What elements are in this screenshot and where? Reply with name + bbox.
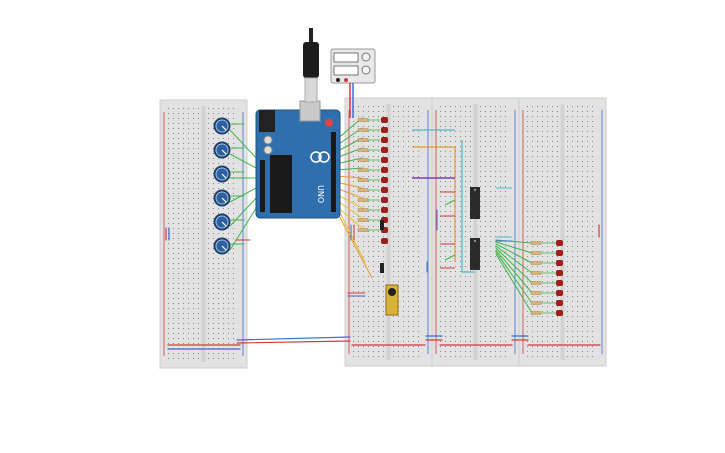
transistor [380,220,384,230]
resistor [357,138,369,142]
led [556,260,563,266]
resistor [530,271,542,275]
resistor [357,188,369,192]
resistor [357,208,369,212]
resistor [357,148,369,152]
wire [229,186,259,203]
power-display [333,65,359,76]
led [556,300,563,306]
analog-header [260,160,265,212]
resistor [530,281,542,285]
breadboard-center-channel [201,106,206,362]
wire [444,254,456,261]
wire [495,247,533,284]
knob-indicator [221,149,227,155]
breadboard-center-channel [473,104,478,360]
power-supply[interactable] [330,48,376,118]
board-brand-label: UNO [316,185,325,203]
usb-port [299,100,321,122]
knob-indicator [221,173,227,179]
wire [495,253,533,314]
power-display [333,52,359,63]
resistor [357,168,369,172]
wire [236,340,351,344]
usb-cable [303,28,319,103]
led [556,290,563,296]
breadboard-center-channel [386,104,391,360]
resistor [357,198,369,202]
capacitor [263,135,273,145]
led [381,127,388,133]
wire [495,245,533,274]
digital-header [331,132,336,212]
wire [412,146,456,262]
ic-chip [470,238,480,270]
wire [229,204,259,251]
wire [229,153,259,170]
dc-jack [259,110,275,132]
led [556,310,563,316]
led [381,187,388,193]
resistor [530,301,542,305]
arduino-logo-icon [318,151,330,163]
led [381,167,388,173]
wire [495,241,533,254]
knob-icon[interactable] [361,65,371,75]
resistor [357,128,369,132]
led [381,238,388,244]
resistor [357,178,369,182]
knob-indicator [221,221,227,227]
led [556,270,563,276]
wire [444,199,456,206]
arduino-uno-board[interactable]: UNO [255,100,341,219]
led [381,207,388,213]
knob-icon[interactable] [361,52,371,62]
knob-indicator [221,245,227,251]
led [381,177,388,183]
arduino-logo-icon [310,151,322,163]
wire [495,251,533,304]
wire [229,129,259,161]
breadboard-center-channel [560,104,565,360]
led [381,157,388,163]
resistor [530,311,542,315]
led [556,280,563,286]
led [381,137,388,143]
button-icon [388,288,396,296]
transistor [380,263,384,273]
ic-notch [473,188,477,192]
led [381,197,388,203]
resistor [357,218,369,222]
knob-indicator [221,197,227,203]
wire [461,140,475,273]
ic-chip [470,187,480,219]
led [381,147,388,153]
wire [236,336,351,341]
breadboards [159,97,607,369]
ic-notch [473,239,477,243]
resistor [357,118,369,122]
resistor [357,228,369,232]
resistor [530,261,542,265]
led [556,250,563,256]
resistor [530,251,542,255]
led [556,240,563,246]
led [381,117,388,123]
wire [495,243,533,264]
terminal-icon [336,78,340,82]
resistor [357,158,369,162]
resistor [530,291,542,295]
wire [335,209,373,279]
capacitor [263,145,273,155]
resistor [530,241,542,245]
wire [495,249,533,294]
atmega-chip [270,155,292,213]
wires [165,117,601,350]
parts [213,117,563,316]
terminal-icon [344,78,348,82]
knob-indicator [221,125,227,131]
reset-button[interactable] [325,119,333,127]
wire [229,195,259,227]
